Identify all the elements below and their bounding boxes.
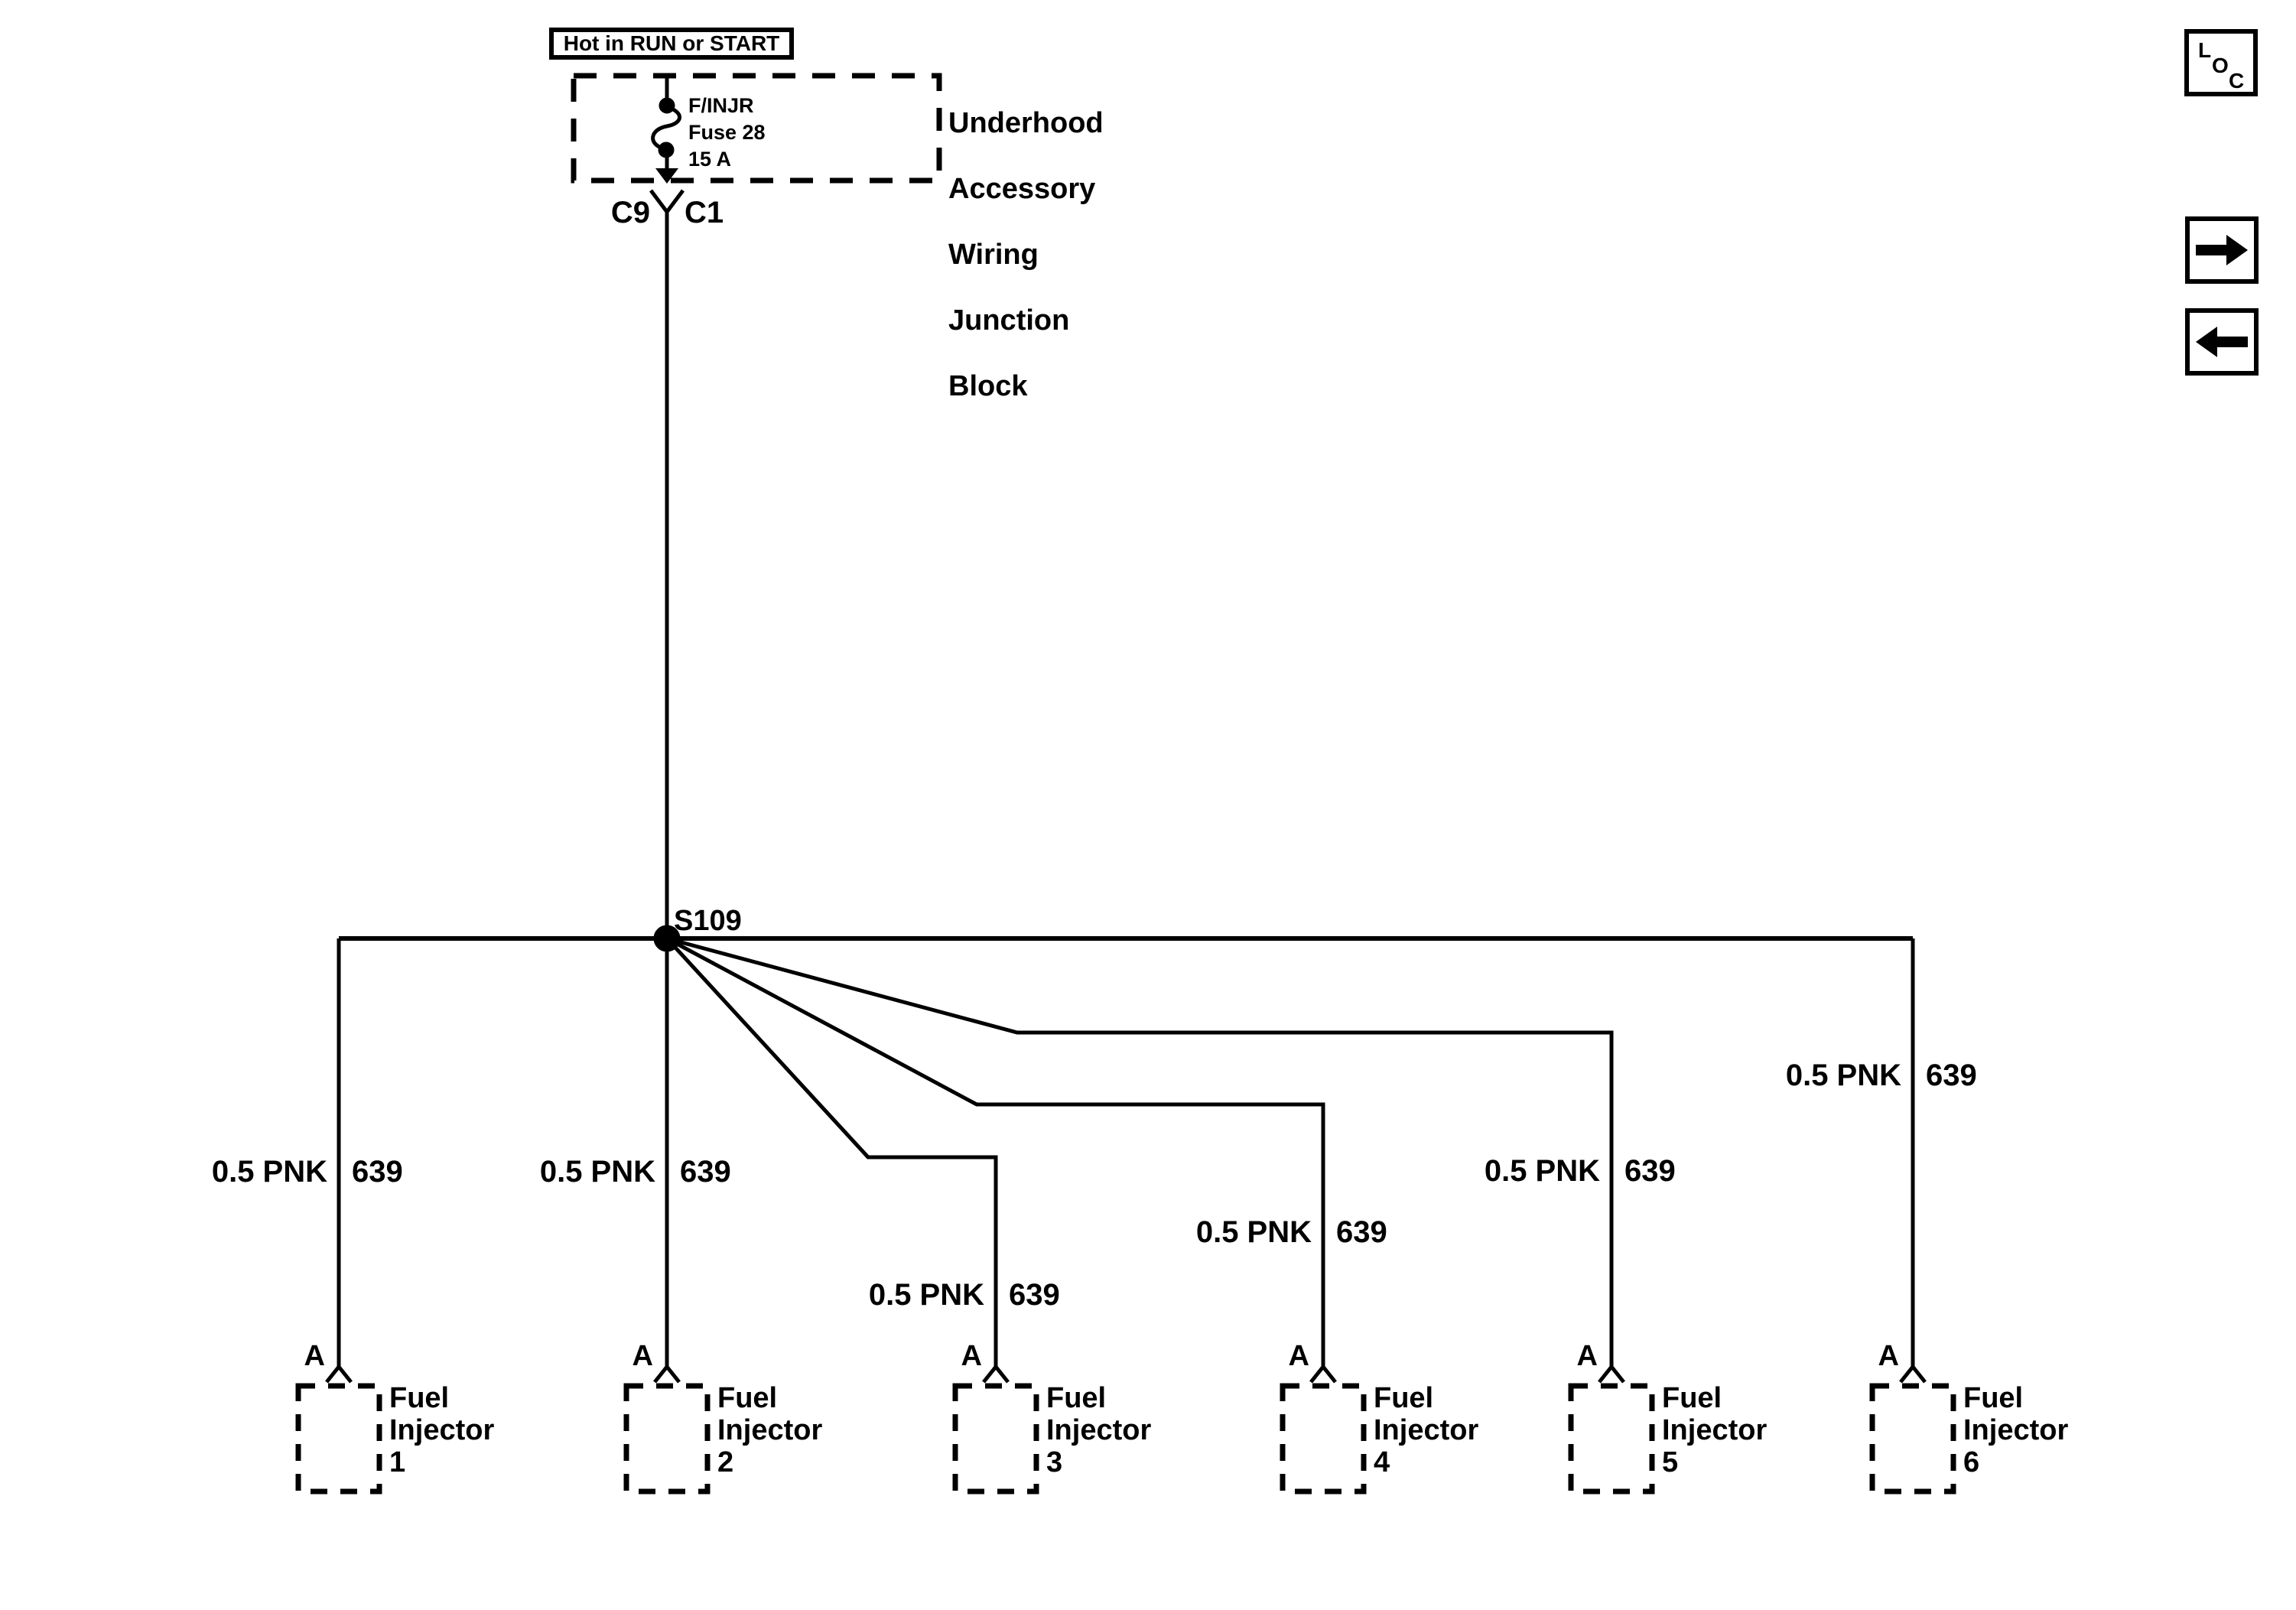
injector-number: 1 — [389, 1446, 406, 1478]
junction-block-outline — [571, 73, 942, 184]
previous-page-button[interactable] — [2185, 308, 2259, 376]
wire-size-color: 0.5 PNK — [1785, 1059, 1901, 1092]
fuse-rating: 15 A — [688, 148, 732, 171]
injector-number: 3 — [1046, 1446, 1063, 1478]
wire-circuit: 639 — [1009, 1278, 1060, 1312]
injector-name-line: Fuel — [1662, 1382, 1722, 1414]
injector-name-line: Injector — [1374, 1414, 1479, 1446]
wire-circuit: 639 — [1624, 1154, 1676, 1188]
wire-size-color: 0.5 PNK — [211, 1155, 327, 1189]
junction-block-line: Junction — [948, 304, 1070, 337]
connector-y-left-arm — [649, 189, 668, 213]
wire-size-color: 0.5 PNK — [868, 1278, 984, 1312]
injector-name-line: Injector — [1963, 1414, 2069, 1446]
pin-label-injector-6: A — [1878, 1340, 1899, 1372]
junction-block-line: Block — [948, 370, 1028, 402]
injector-name-line: Injector — [389, 1414, 495, 1446]
injector-name-line: Fuel — [1374, 1382, 1434, 1414]
junction-block-line: Wiring — [948, 239, 1039, 271]
wire-size-color: 0.5 PNK — [539, 1155, 655, 1189]
injector-number: 4 — [1374, 1446, 1390, 1478]
wire-circuit: 639 — [1336, 1215, 1387, 1249]
pin-label-injector-4: A — [1288, 1340, 1309, 1372]
pin-label-injector-5: A — [1576, 1340, 1598, 1372]
injector-number: 5 — [1662, 1446, 1679, 1478]
pin-label-injector-2: A — [632, 1340, 653, 1372]
injector-name-line: Injector — [1662, 1414, 1768, 1446]
loc-letter-o: O — [2212, 54, 2229, 77]
junction-block-line: Underhood — [948, 107, 1104, 139]
injector-4-name: Fuel Injector 4 — [1374, 1382, 1478, 1478]
wire-circuit: 639 — [1926, 1059, 1977, 1092]
fuse-label: F/INJR Fuse 28 15 A — [688, 93, 766, 173]
wire-size-color: 0.5 PNK — [1484, 1154, 1600, 1188]
pin-label-injector-1: A — [304, 1340, 325, 1372]
injector-name-line: Fuel — [1963, 1382, 2024, 1414]
injector-1-name: Fuel Injector 1 — [389, 1382, 494, 1478]
loc-letter-c: C — [2229, 69, 2245, 93]
wire-injector-3 — [665, 937, 998, 1366]
power-source-banner: Hot in RUN or START — [549, 28, 794, 60]
power-source-label: Hot in RUN or START — [563, 31, 780, 55]
wire-circuit: 639 — [352, 1155, 403, 1189]
wire-injector-4 — [665, 936, 1325, 1366]
wire-circuit: 639 — [680, 1155, 731, 1189]
injector-name-line: Fuel — [1046, 1382, 1107, 1414]
fuse-element-squiggle — [651, 105, 681, 151]
injector-6-name: Fuel Injector 6 — [1963, 1382, 2068, 1478]
loc-letter-l: L — [2198, 38, 2212, 62]
splice-id: S109 — [674, 905, 742, 937]
fuse-id: F/INJR — [688, 94, 754, 117]
pin-label-injector-3: A — [961, 1340, 982, 1372]
injector-number: 2 — [717, 1446, 734, 1478]
connector-y-right-arm — [665, 189, 685, 213]
injector-2-name: Fuel Injector 2 — [717, 1382, 822, 1478]
loc-button[interactable]: L O C — [2184, 29, 2258, 96]
left-arrow-icon — [2196, 327, 2248, 357]
injector-name-line: Fuel — [717, 1382, 778, 1414]
junction-block-line: Accessory — [948, 173, 1096, 205]
injector-name-line: Fuel — [389, 1382, 450, 1414]
injector-name-line: Injector — [1046, 1414, 1152, 1446]
injector-name-line: Injector — [717, 1414, 823, 1446]
next-page-button[interactable] — [2185, 216, 2259, 284]
injector-outlines — [295, 1383, 1956, 1495]
wire-size-color: 0.5 PNK — [1195, 1215, 1312, 1249]
injector-5-name: Fuel Injector 5 — [1662, 1382, 1767, 1478]
right-arrow-icon — [2196, 235, 2248, 265]
terminal-chevrons — [325, 1363, 1927, 1384]
connector-id-c1: C1 — [685, 196, 724, 229]
connector-id-c9: C9 — [610, 196, 650, 229]
injector-3-name: Fuel Injector 3 — [1046, 1382, 1151, 1478]
wire-injector-5 — [666, 936, 1614, 1366]
injector-number: 6 — [1963, 1446, 1980, 1478]
down-arrowhead-icon — [655, 168, 678, 184]
fuse-name: Fuse 28 — [688, 121, 766, 144]
junction-block-name: Underhood Accessory Wiring Junction Bloc… — [948, 74, 1104, 436]
